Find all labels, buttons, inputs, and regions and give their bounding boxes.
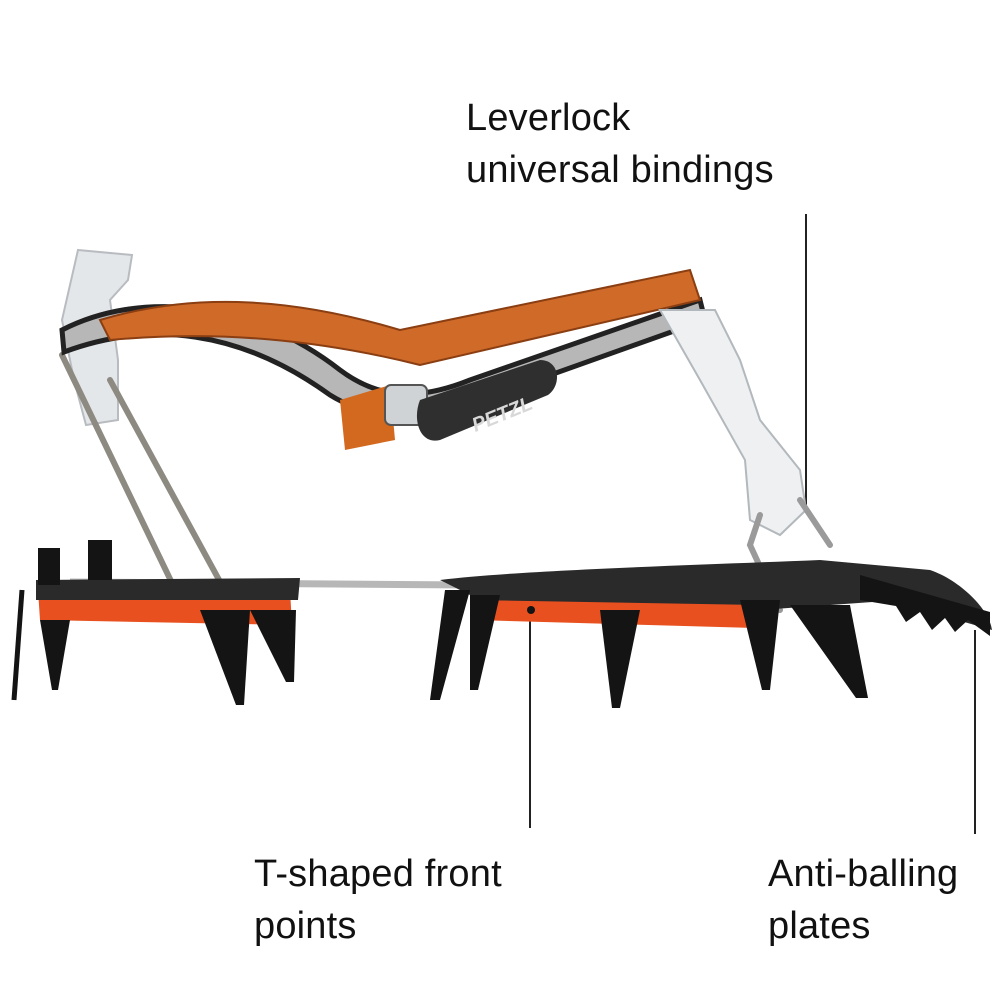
heel-point-3 bbox=[250, 610, 296, 682]
annotation-line: points bbox=[254, 905, 357, 947]
annotation-line: plates bbox=[768, 905, 871, 947]
heel-wire bbox=[59, 352, 233, 613]
heel-point-2 bbox=[200, 610, 250, 705]
front-point-1 bbox=[430, 590, 470, 700]
toe-binding bbox=[658, 309, 808, 537]
annotation-line: Anti-balling bbox=[768, 853, 959, 895]
front-point-4 bbox=[740, 600, 780, 690]
heel-riser-2 bbox=[88, 540, 112, 580]
annotation-line: T-shaped front bbox=[254, 853, 502, 895]
front-frame-steel bbox=[440, 560, 992, 630]
annotation-line: Leverlock bbox=[466, 97, 631, 139]
front-point-2 bbox=[470, 595, 500, 690]
annotation-anti-balling-plates: Anti-balling plates bbox=[768, 848, 958, 952]
strap-orange-tail bbox=[340, 385, 395, 450]
annotation-line: universal bindings bbox=[466, 149, 774, 191]
heel-riser-1 bbox=[38, 548, 60, 585]
heel-rear-wire bbox=[11, 589, 25, 701]
strap-orange bbox=[98, 268, 702, 367]
front-serrated-points bbox=[860, 575, 990, 636]
rivet bbox=[527, 606, 535, 614]
heel-frame-steel bbox=[36, 578, 300, 600]
annotation-front-points: T-shaped front points bbox=[254, 848, 502, 952]
petzl-tag bbox=[416, 360, 558, 441]
annotation-leverlock-bindings: Leverlock universal bindings bbox=[466, 92, 774, 196]
front-point-5 bbox=[790, 605, 868, 698]
heel-point-1 bbox=[40, 620, 70, 690]
front-point-3 bbox=[600, 610, 640, 708]
